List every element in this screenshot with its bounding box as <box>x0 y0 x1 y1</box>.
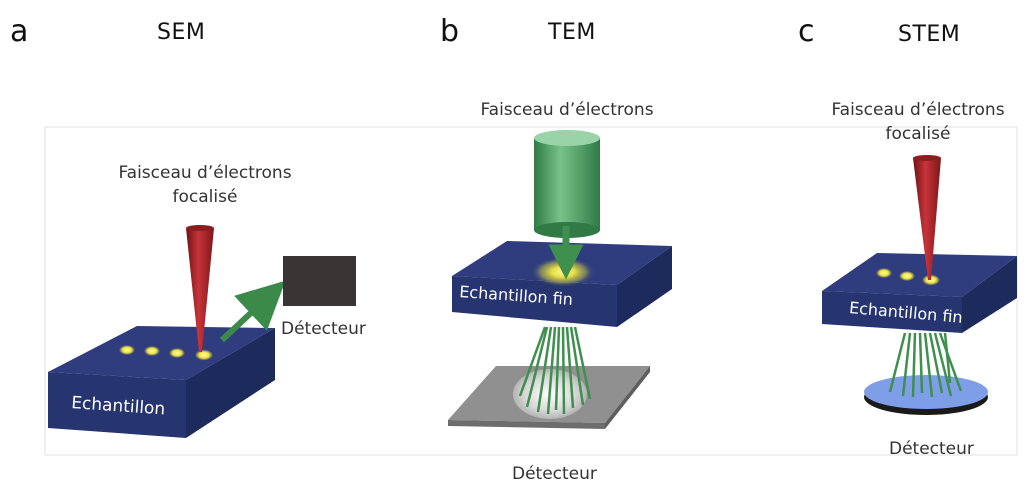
stem-sample-top <box>822 253 1017 297</box>
panel-c-letter: c <box>798 14 815 49</box>
tem-beam-cylinder-top <box>534 130 600 146</box>
stem-detector-label: Détecteur <box>889 439 974 459</box>
sem-detector-label: Détecteur <box>281 319 366 339</box>
panel-a-graphics <box>48 225 356 438</box>
sem-sample-top <box>48 326 275 380</box>
sem-spot <box>169 348 185 358</box>
stem-beam-label-line2: focalisé <box>885 124 951 144</box>
sem-spot <box>119 345 135 355</box>
stem-transmitted-rays <box>888 332 963 398</box>
tem-beam-cylinder <box>534 138 600 230</box>
tem-beam-label: Faisceau d’électrons <box>480 100 654 120</box>
stem-spot <box>876 268 892 278</box>
sem-spot <box>195 349 213 361</box>
panel-b-graphics <box>448 130 672 429</box>
stem-beam-label: Faisceau d’électrons focalisé <box>813 98 1023 146</box>
stem-detector <box>864 375 988 409</box>
stem-beam-cone <box>913 155 941 280</box>
sem-spot <box>144 346 160 356</box>
panel-c-graphics <box>822 155 1017 415</box>
panel-b-letter: b <box>440 14 460 49</box>
sem-sample-front <box>48 372 186 438</box>
tem-transmitted-rays <box>518 326 592 415</box>
panel-a-letter: a <box>10 14 29 49</box>
sem-beam-cone <box>186 225 214 352</box>
stem-beam-cone-top <box>913 155 941 161</box>
sem-beam-label-line1: Faisceau d’électrons <box>118 163 292 183</box>
stem-sample-side <box>962 256 1017 333</box>
sem-detector <box>283 256 356 306</box>
sem-beam-label: Faisceau d’électrons focalisé <box>92 161 318 209</box>
tem-sample-side <box>617 246 672 327</box>
panel-b-title: TEM <box>548 20 596 45</box>
tem-detector-side <box>605 366 650 429</box>
panel-a-title: SEM <box>157 20 206 45</box>
sem-beam-label-line2: focalisé <box>172 187 238 207</box>
tem-detector-label: Détecteur <box>512 464 597 484</box>
sem-beam-cone-top <box>186 225 214 231</box>
tem-detector-front <box>448 420 605 429</box>
stem-sample-front <box>822 291 962 333</box>
tem-sample-front <box>452 276 617 327</box>
stem-beam-label-line1: Faisceau d’électrons <box>831 100 1005 120</box>
sem-signal-arrow <box>219 280 286 343</box>
panel-c-title: STEM <box>898 22 961 47</box>
stem-spot <box>899 271 915 281</box>
sem-sample-side <box>186 328 275 438</box>
